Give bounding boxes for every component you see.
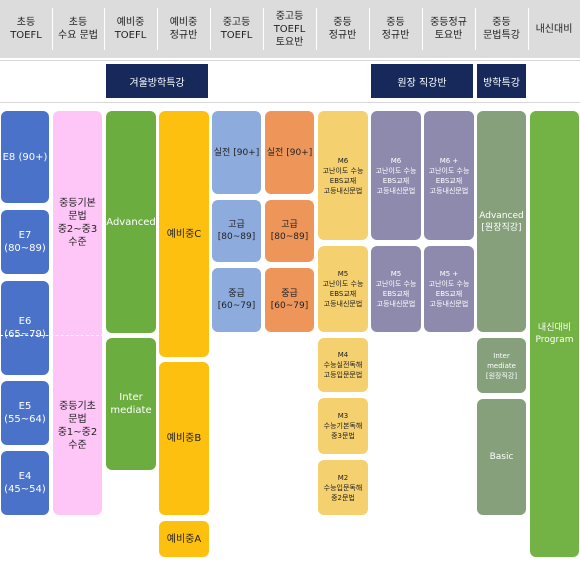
director-class-banner: 원장 직강반 [371, 64, 473, 98]
col-header-hs-toefl: 중고등 TOEFL [220, 17, 253, 41]
header-divider [210, 8, 211, 50]
header-divider [316, 8, 317, 50]
hs-toefl-sat-advanced[interactable]: 고급 [80~89] [265, 200, 314, 262]
director-saturday-m5[interactable]: M5 + 고난이도 수능 EBS교재 고등내신문법 [424, 246, 474, 332]
header-divider [369, 8, 370, 50]
vacation-special-banner: 방학특강 [477, 64, 526, 98]
header-bar [0, 0, 580, 58]
exam-prep-program[interactable]: 내신대비 Program [530, 111, 579, 557]
hs-toefl-sat-actual[interactable]: 실전 [90+] [265, 111, 314, 194]
mid-regular-m3[interactable]: M3 수능기본독해 중3문법 [318, 398, 368, 454]
col-header-mid-regular-2: 중등 정규반 [381, 17, 410, 41]
elem-toefl-level-e4[interactable]: E4 (45~54) [1, 451, 49, 515]
elem-toefl-level-e6[interactable]: E6 (65~79) [1, 281, 49, 375]
header-divider [52, 8, 53, 50]
col-header-pre-toefl: 예비중 TOEFL [114, 17, 147, 41]
pre-regular-c[interactable]: 예비중C [159, 111, 209, 357]
pre-regular-a[interactable]: 예비중A [159, 521, 209, 557]
col-header-elem-grammar: 초등 수요 문법 [58, 17, 98, 41]
director-saturday-m6[interactable]: M6 + 고난이도 수능 EBS교재 고등내신문법 [424, 111, 474, 240]
header-divider [422, 8, 423, 50]
header-divider [263, 8, 264, 50]
mid-regular-m4[interactable]: M4 수능실전독해 고등입문문법 [318, 338, 368, 392]
elem-toefl-level-e8[interactable]: E8 (90+) [1, 111, 49, 203]
hs-toefl-middle[interactable]: 중급 [60~79] [212, 268, 261, 332]
mid-regular-m5[interactable]: M5 고난이도 수능 EBS교재 고등내신문법 [318, 246, 368, 332]
header-divider [104, 8, 105, 50]
col-header-mid-saturday: 중등정규 토요반 [430, 17, 467, 41]
level-divider-dashed [0, 335, 104, 336]
col-header-pre-regular: 예비중 정규반 [169, 17, 198, 41]
winter-special-banner: 겨울방학특강 [106, 64, 208, 98]
header-divider [157, 8, 158, 50]
director-regular-m6[interactable]: M6 고난이도 수능 EBS교재 고등내신문법 [371, 111, 421, 240]
elem-toefl-level-e5[interactable]: E5 (55~64) [1, 381, 49, 445]
banner-row-top-line [0, 60, 580, 61]
banner-row-bottom-line [0, 102, 580, 103]
header-divider [528, 8, 529, 50]
grammar-special-intermediate[interactable]: Inter mediate [원장직강] [477, 338, 526, 393]
elem-toefl-level-e7[interactable]: E7 (80~89) [1, 210, 49, 274]
pre-toefl-intermediate[interactable]: Inter mediate [106, 338, 156, 470]
col-header-exam-prep: 내신대비 [535, 23, 573, 35]
elem-grammar-upper[interactable]: 중등기본 문법 중2~중3 수준 [57, 198, 98, 248]
elem-grammar-track [53, 111, 102, 515]
hs-toefl-sat-middle[interactable]: 중급 [60~79] [265, 268, 314, 332]
director-regular-m5[interactable]: M5 고난이도 수능 EBS교재 고등내신문법 [371, 246, 421, 332]
elem-grammar-lower[interactable]: 중등기초 문법 중1~중2 수준 [57, 400, 98, 451]
mid-regular-m2[interactable]: M2 수능입문독해 중2문법 [318, 460, 368, 515]
col-header-grammar-special: 중등 문법특강 [483, 17, 520, 41]
grammar-special-advanced[interactable]: Advanced [원장직강] [477, 111, 526, 332]
pre-toefl-advanced[interactable]: Advanced [106, 111, 156, 333]
mid-regular-m6[interactable]: M6 고난이도 수능 EBS교재 고등내신문법 [318, 111, 368, 240]
header-divider [475, 8, 476, 50]
hs-toefl-advanced[interactable]: 고급 [80~89] [212, 200, 261, 262]
pre-regular-b[interactable]: 예비중B [159, 362, 209, 515]
col-header-elem-toefl: 초등 TOEFL [10, 17, 42, 41]
col-header-mid-regular: 중등 정규반 [328, 17, 357, 41]
hs-toefl-actual[interactable]: 실전 [90+] [212, 111, 261, 194]
grammar-special-basic[interactable]: Basic [477, 399, 526, 515]
col-header-hs-toefl-sat: 중고등 TOEFL 토요반 [273, 10, 306, 48]
